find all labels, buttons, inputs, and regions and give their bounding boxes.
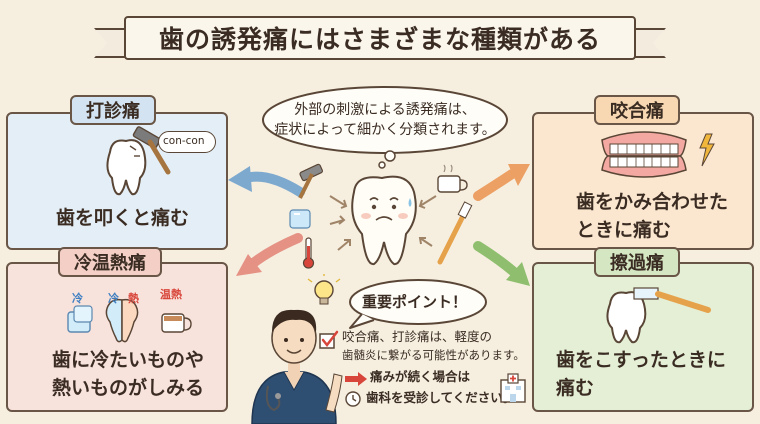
tooth-icon (606, 291, 647, 344)
checkbox-icon (319, 330, 339, 349)
arrow-to-temperature (236, 233, 303, 276)
desc-temperature-line-2: 熱いものがしみる (52, 377, 205, 399)
desc-brush-line-1: 歯をこすったときに (556, 349, 726, 371)
note-line-3: 痛みが続く場合は (370, 369, 471, 384)
half-cold-half-hot-tooth-icon (105, 298, 139, 343)
important-speech-bubble (349, 279, 487, 329)
important-heading: 重要ポイント！ (362, 293, 468, 311)
desc-temperature-line-1: 歯に冷たいものや (52, 349, 205, 371)
clinic-building-icon (500, 373, 526, 403)
desc-brush: 歯をこすったときに 痛む (556, 346, 726, 402)
impact-lines-icon (129, 145, 140, 157)
label-brush: 擦過痛 (594, 247, 680, 277)
card-bite (532, 112, 754, 250)
label-temperature: 冷温熱痛 (58, 247, 162, 277)
intro-thought-bubble (262, 86, 508, 169)
note-line-4: 歯科を受診してください。 (366, 390, 516, 405)
label-bite: 咬合痛 (594, 95, 680, 125)
small-ice-cube-icon (289, 209, 311, 229)
intro-text: 外部の刺激による誘発痛は、 症状によって細かく分類されます。 (268, 100, 502, 140)
thermometer-icon (302, 237, 315, 269)
label-percussion: 打診痛 (70, 95, 156, 125)
hammer-icon (132, 126, 171, 175)
arrow-to-percussion (228, 166, 305, 197)
hot-label: 熱 (128, 292, 139, 305)
clock-icon (345, 391, 361, 407)
temperature-illustration (67, 298, 192, 343)
pain-spark-icon (699, 133, 715, 167)
toothbrush-icon (633, 287, 711, 313)
desc-bite-line-2: ときに痛む (576, 219, 672, 241)
sound-bubble (158, 131, 216, 153)
page-title: 歯の誘発痛にはさまざまな種類がある (124, 16, 636, 60)
small-coffee-cup-icon (437, 164, 468, 193)
bite-illustration (601, 131, 687, 178)
stimulus-arrows (329, 195, 437, 251)
desc-temperature: 歯に冷たいものや 熱いものがしみる (52, 346, 204, 402)
desc-brush-line-2: 痛む (556, 377, 595, 399)
center-tooth-icon (351, 175, 417, 266)
desc-percussion: 歯を叩くと痛む (56, 207, 190, 229)
sound-text: con-con (163, 135, 205, 147)
arrow-to-brush (473, 241, 530, 286)
dentist-avatar (251, 309, 343, 424)
dentist-character (251, 274, 343, 424)
tooth-icon (106, 139, 147, 196)
cold-label-2: 冷 (108, 292, 119, 305)
cold-label: 冷 (72, 292, 83, 305)
intro-line-1: 外部の刺激による誘発痛は、 (294, 102, 476, 118)
note-line-2: 歯髄炎に繋がる可能性があります。 (342, 348, 525, 362)
brush-illustration (606, 287, 711, 344)
desc-bite: 歯をかみ合わせた ときに痛む (576, 188, 728, 244)
hot-cup-icon (161, 313, 192, 333)
red-arrow-icon (345, 372, 367, 386)
important-note: 咬合痛、打診痛は、軽度の 歯髄炎に繋がる可能性があります。 (342, 328, 525, 364)
center-illustration (289, 163, 473, 269)
ice-cube-icon (67, 305, 93, 333)
small-hammer-icon (298, 163, 324, 199)
warm-hot-label: 温熱 (160, 288, 182, 301)
desc-bite-line-1: 歯をかみ合わせた (576, 191, 729, 213)
note-line-1: 咬合痛、打診痛は、軽度の (342, 329, 493, 344)
dentures-icon (601, 131, 687, 178)
percussion-illustration (106, 126, 171, 196)
intro-line-2: 症状によって細かく分類されます。 (274, 122, 496, 138)
lightbulb-icon (307, 274, 341, 305)
arrow-to-bite (473, 164, 530, 201)
small-toothbrush-icon (437, 201, 473, 265)
